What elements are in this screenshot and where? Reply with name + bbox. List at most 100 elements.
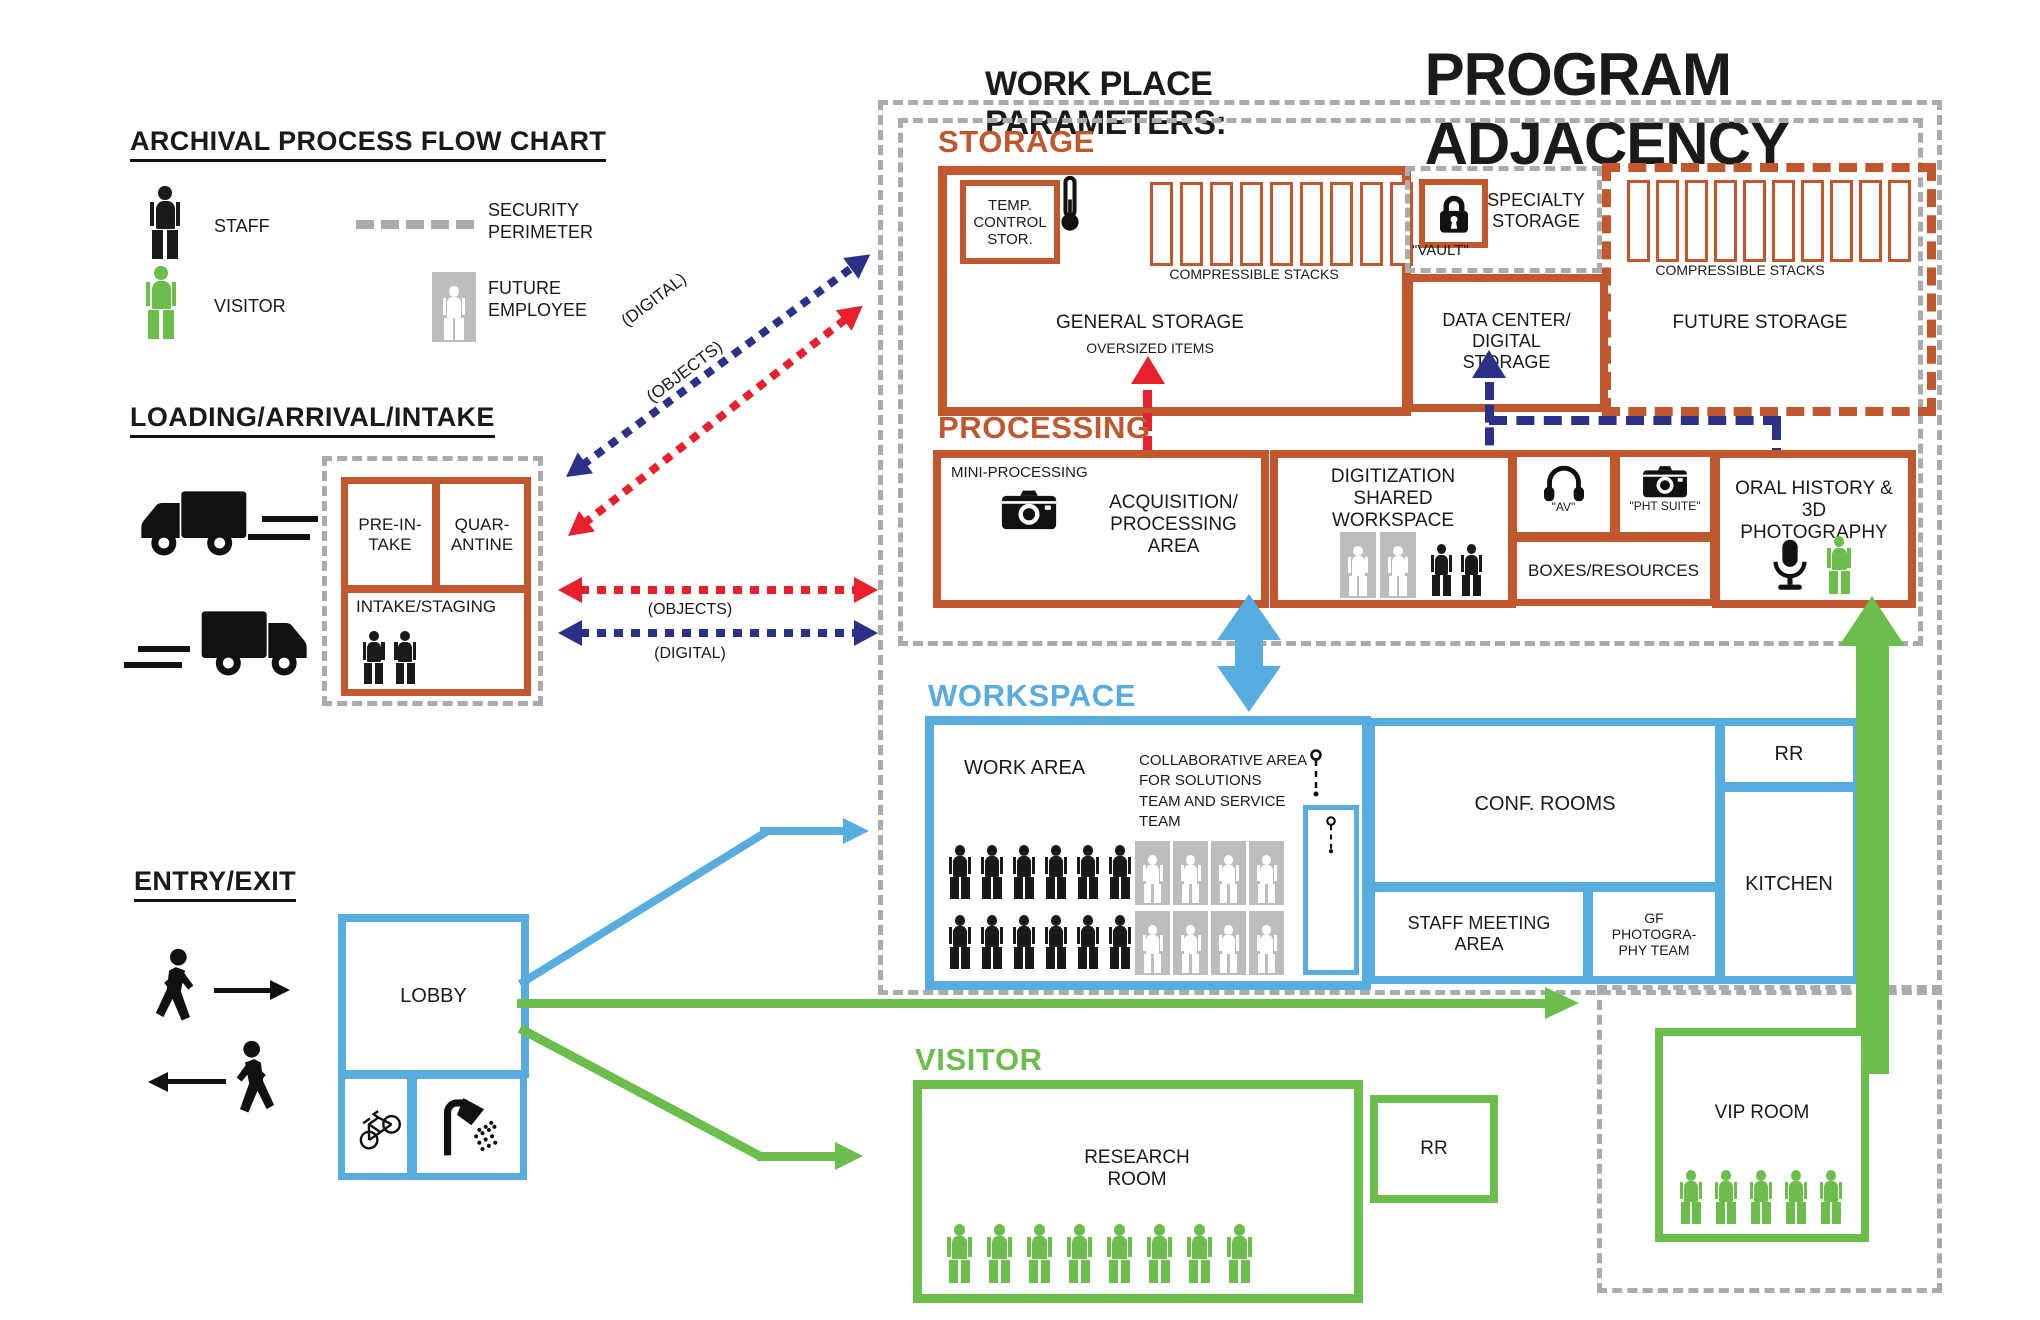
staff-person-icon [1010, 845, 1038, 901]
camera-icon [1001, 490, 1057, 530]
future-employee-row [1135, 911, 1284, 975]
legend-heading: ARCHIVAL PROCESS FLOW CHART [130, 126, 607, 162]
storage-heading: STORAGE [938, 124, 1095, 159]
future-employee-icon [1173, 841, 1208, 905]
lobby-to-vip-arrow-line [517, 999, 1547, 1008]
title-prefix: WORK PLACE PARAMETERS: [985, 65, 1227, 142]
vip-room: VIP ROOM [1655, 1028, 1869, 1242]
future-employee-icon [1249, 911, 1284, 975]
staff-person-icon [1106, 845, 1134, 901]
staff-group [1428, 544, 1485, 598]
visitor-person-icon [984, 1224, 1015, 1286]
digital-connector-horizontal [1489, 416, 1781, 425]
future-employee-icon [1173, 911, 1208, 975]
oral-visitor-group [1824, 536, 1854, 596]
vault-label: "VAULT" [1412, 242, 1469, 259]
lobby-to-workspace-arrow-diagonal [517, 828, 769, 988]
vault-tile [1419, 179, 1488, 248]
rr-label: RR [1774, 742, 1804, 765]
oral-history-room: ORAL HISTORY & 3D PHOTOGRAPHY [1712, 450, 1916, 608]
rr-label: RR [1420, 1138, 1448, 1159]
thermometer-icon [1061, 176, 1079, 231]
digital-diagonal-flow-arrow [558, 243, 878, 488]
data-center-label: DATA CENTER/ DIGITAL STORAGE [1442, 310, 1571, 372]
conference-rooms-label: CONF. ROOMS [1474, 792, 1616, 815]
visitor-person-icon [1677, 1170, 1705, 1226]
staff-person-icon [1106, 915, 1134, 971]
processing-workspace-arrow-down [1217, 666, 1281, 712]
staff-person-icon [146, 186, 184, 262]
visitor-person-icon [944, 1224, 975, 1286]
research-room: RESEARCH ROOM [913, 1080, 1363, 1303]
temp-control-storage-room: TEMP. CONTROL STOR. [960, 180, 1060, 264]
specialty-storage-label: SPECIALTY STORAGE [1487, 190, 1585, 231]
future-compressible-stacks-label: COMPRESSIBLE STACKS [1655, 262, 1825, 278]
acquisition-processing-room: MINI-PROCESSING ACQUISITION/ PROCESSING … [933, 450, 1269, 608]
vip-room-label: VIP ROOM [1714, 1102, 1810, 1123]
arrowhead [854, 620, 878, 646]
visitor-person-icon [1824, 536, 1854, 596]
visitor-person-icon [1064, 1224, 1095, 1286]
microphone-icon [1773, 539, 1807, 590]
visitor-heading: VISITOR [915, 1042, 1043, 1077]
workspace-restroom: RR [1717, 718, 1861, 790]
hook-icon [1326, 816, 1336, 854]
visitor-person-icon [1782, 1170, 1810, 1226]
processing-workspace-arrow-shaft [1235, 638, 1263, 668]
intake-staging-room: INTAKE/STAGING [341, 586, 531, 696]
headphones-icon [1543, 465, 1584, 502]
staff-person-icon [1428, 544, 1455, 598]
visitor-person-icon [1104, 1224, 1135, 1286]
visitor-person-icon [142, 266, 180, 342]
mini-processing-label: MINI-PROCESSING [951, 464, 1088, 481]
arrowhead [558, 620, 582, 646]
future-storage-label: FUTURE STORAGE [1672, 312, 1848, 333]
digitization-people [1340, 532, 1485, 598]
staff-meeting-label: STAFF MEETING AREA [1407, 913, 1551, 954]
hook-icon [1310, 749, 1322, 797]
staging-people [360, 631, 419, 686]
research-room-label: RESEARCH ROOM [1084, 1147, 1190, 1190]
staff-person-icon [1042, 845, 1070, 901]
staff-person-icon [946, 915, 974, 971]
inner-security-perimeter [898, 118, 1923, 646]
shower-room [410, 1072, 527, 1180]
workspace-heading: WORKSPACE [928, 678, 1137, 713]
gf-photography-room: GF PHOTOGRA-PHY TEAM [1585, 884, 1723, 984]
staff-person-icon [392, 631, 420, 686]
camera-icon [1643, 466, 1687, 498]
visitor-person-icon [1817, 1170, 1845, 1226]
staff-meeting-room: STAFF MEETING AREA [1367, 884, 1591, 984]
pre-intake-room: PRE-IN-TAKE [341, 477, 439, 592]
vip-visitors [1677, 1170, 1845, 1226]
quarantine-label: QUAR-ANTINE [450, 514, 514, 554]
digital-horizontal-label: (DIGITAL) [654, 645, 726, 662]
vip-security-perimeter [1597, 985, 1942, 1293]
lock-icon [1439, 195, 1468, 233]
intake-security-perimeter [322, 456, 543, 706]
staff-person-icon [946, 845, 974, 901]
oral-history-label: ORAL HISTORY & 3D PHOTOGRAPHY [1735, 478, 1893, 543]
future-employee-icon [1380, 532, 1416, 598]
visitor-person-icon [1747, 1170, 1775, 1226]
compressible-stacks-label: COMPRESSIBLE STACKS [1169, 266, 1339, 282]
legend-visitor-label: VISITOR [214, 296, 286, 316]
bicycle-icon [359, 1110, 401, 1150]
general-storage-sublabel: OVERSIZED ITEMS [1086, 340, 1214, 356]
lobby-to-workspace-arrowhead [843, 818, 869, 844]
quarantine-room: QUAR-ANTINE [433, 477, 531, 592]
processing-workspace-arrow-up [1217, 594, 1281, 640]
future-employee-icon [1135, 841, 1170, 905]
speed-line [124, 662, 182, 668]
vip-to-oral-arrow-shaft [1856, 644, 1889, 1074]
staff-person-icon [978, 845, 1006, 901]
specialty-storage-room [1405, 166, 1602, 273]
exit-arrowhead [148, 1072, 168, 1092]
digital-connector-to-oral [1772, 424, 1781, 464]
gf-photography-label: GF PHOTOGRA-PHY TEAM [1611, 910, 1697, 958]
entry-exit-heading: ENTRY/EXIT [134, 866, 297, 902]
staff-row [946, 915, 1134, 971]
arrowhead [854, 577, 878, 603]
digital-to-datacenter-arrowhead [1472, 350, 1506, 378]
